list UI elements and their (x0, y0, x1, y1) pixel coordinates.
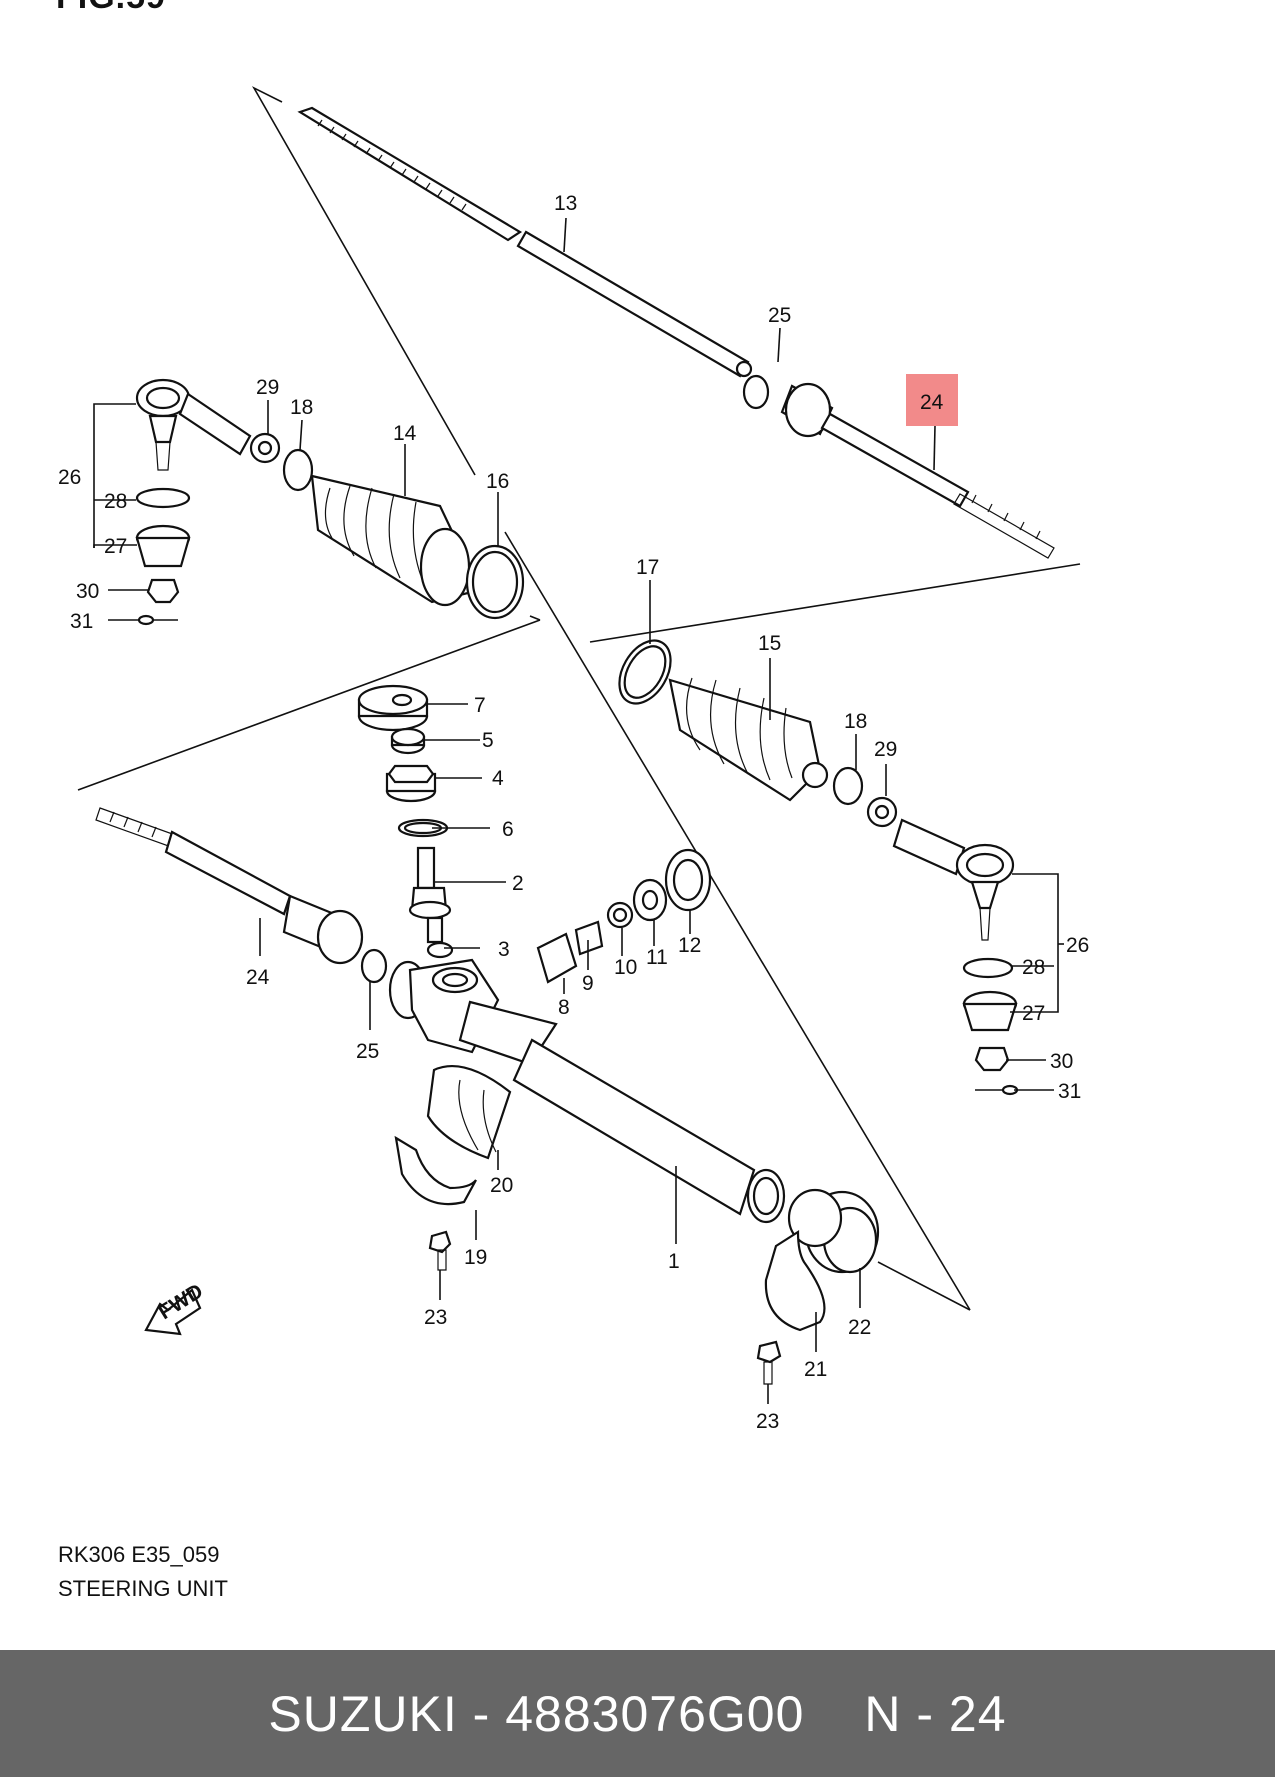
boot-right (618, 639, 829, 802)
pinion-stack (357, 684, 454, 959)
callout-2: 2 (512, 872, 524, 895)
part-number: 4883076G00 (505, 1685, 805, 1742)
callout-26-left: 26 (58, 466, 81, 489)
callout-31-right: 31 (1058, 1080, 1081, 1103)
callout-11: 11 (646, 946, 668, 969)
callout-19: 19 (464, 1246, 487, 1269)
leader-lines (93, 217, 1064, 1404)
callout-15: 15 (758, 632, 781, 655)
callout-5: 5 (482, 729, 494, 752)
construction-lines (77, 86, 1081, 1311)
nut-clamp-left (249, 432, 314, 492)
callout-30-right: 30 (1050, 1050, 1073, 1073)
figure-title: FIG.59 (56, 0, 166, 17)
callout-30-left: 30 (76, 580, 99, 603)
callout-29-left: 29 (256, 376, 279, 399)
callout-22: 22 (848, 1316, 871, 1339)
mounting-hardware (394, 1065, 880, 1385)
callout-25-upper: 25 (768, 304, 791, 327)
tie-rod-end-left (135, 378, 252, 626)
footer-separator: - (457, 1685, 506, 1742)
callout-17: 17 (636, 556, 659, 579)
callout-20: 20 (490, 1174, 513, 1197)
rack-guide-group (536, 848, 712, 984)
callout-4: 4 (492, 767, 504, 790)
callout-28-left: 28 (104, 490, 127, 513)
callout-18-right: 18 (844, 710, 867, 733)
callout-7: 7 (474, 694, 486, 717)
rack-bar (297, 106, 753, 378)
callout-23-right: 23 (756, 1410, 779, 1433)
callout-24-highlighted: 24 (920, 391, 944, 414)
diagram-code: RK306 E35_059 (58, 1542, 220, 1567)
callout-27-right: 27 (1022, 1002, 1045, 1025)
callout-14: 14 (393, 422, 417, 445)
callout-13: 13 (554, 192, 577, 215)
callout-8: 8 (558, 996, 570, 1019)
nut-clamp-right (832, 766, 898, 828)
callout-23-left: 23 (424, 1306, 447, 1329)
callout-27-left: 27 (104, 535, 127, 558)
rack-housing (388, 958, 786, 1224)
callout-31-left: 31 (70, 610, 93, 633)
callout-29-right: 29 (874, 738, 897, 761)
callout-21: 21 (804, 1358, 827, 1381)
tie-rod-end-right (892, 818, 1019, 1096)
callout-6: 6 (502, 818, 514, 841)
callout-3: 3 (498, 938, 510, 961)
inner-tie-rod-lower (95, 807, 388, 984)
fwd-arrow-icon: FWD (144, 1279, 207, 1336)
callout-28-right: 28 (1022, 956, 1045, 979)
callout-labels: 13 25 24 29 18 14 16 26 28 27 30 31 17 1… (58, 192, 1089, 1433)
callout-9: 9 (582, 972, 594, 995)
callout-18-left: 18 (290, 396, 313, 419)
callout-12: 12 (678, 934, 701, 957)
brand-name: SUZUKI (268, 1685, 458, 1742)
steering-unit-exploded-diagram: FWD (58, 86, 1089, 1433)
inner-tie-rod-upper (742, 374, 1055, 559)
diagram-name: STEERING UNIT (58, 1576, 228, 1601)
callout-25-lower: 25 (356, 1040, 379, 1063)
boot-left (310, 474, 525, 620)
callout-1: 1 (668, 1250, 680, 1273)
part-footer-bar: SUZUKI - 4883076G00 N - 24 (0, 1650, 1275, 1777)
callout-16: 16 (486, 470, 509, 493)
callout-10: 10 (614, 956, 637, 979)
callout-24-lower: 24 (246, 966, 270, 989)
highlight-box (906, 374, 958, 426)
diagram-reference: N - 24 (864, 1685, 1007, 1742)
callout-26-right: 26 (1066, 934, 1089, 957)
